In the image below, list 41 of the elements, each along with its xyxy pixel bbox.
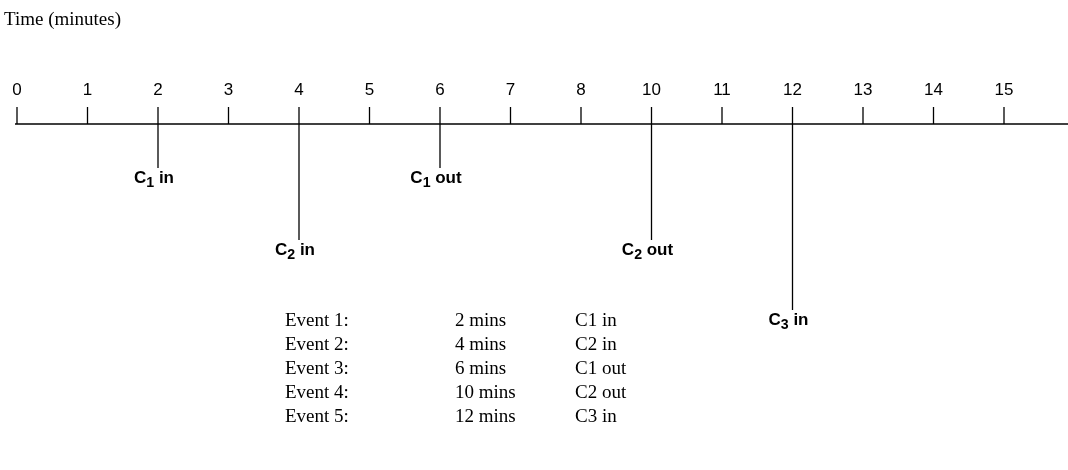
tick-label: 2 [153,80,163,100]
tick-label: 5 [364,80,375,100]
axis-title: Time (minutes) [4,8,121,30]
leader-line [791,123,794,311]
tick-label: 4 [294,80,304,100]
event-label: C$_{1}$ out [410,168,462,193]
event-name: Event 3: [285,357,349,379]
event-description: C1 out [575,357,627,379]
event-name: Event 1: [285,309,349,331]
tick-label: 1 [82,80,93,100]
tick-label: 15 [994,80,1014,100]
event-description: C1 in [575,309,617,331]
event-label: C$_{2}$ in [275,240,315,265]
event-description: C3 in [575,405,617,427]
tick-label: 0 [12,80,22,100]
tick-label: 8 [576,80,586,100]
tick-label: 13 [853,80,873,100]
event-name: Event 2: [285,333,349,355]
tick-label: 11 [713,80,731,100]
event-name: Event 4: [285,381,349,403]
tick-label: 7 [505,80,516,100]
event-label: C$_{2}$ out [621,240,674,265]
leader-line [439,123,441,169]
tick-label: 14 [924,80,943,100]
event-label: C$_{3}$ in [768,310,809,335]
event-time: 2 mins [455,309,507,331]
tick-label: 10 [642,80,661,100]
event-name: Event 5: [285,405,349,427]
leader-line [157,123,159,169]
event-time: 10 mins [455,381,516,403]
leader-line [650,123,653,241]
leader-line [298,123,300,241]
event-description: C2 out [575,381,627,403]
tick-label: 3 [223,80,234,100]
event-time: 4 mins [455,333,507,355]
event-time: 6 mins [455,357,507,379]
tick-label: 12 [783,80,802,100]
tick-label: 6 [435,80,445,100]
event-time: 12 mins [455,405,516,427]
event-label: C$_{1}$ in [134,168,174,193]
event-description: C2 in [575,333,617,355]
